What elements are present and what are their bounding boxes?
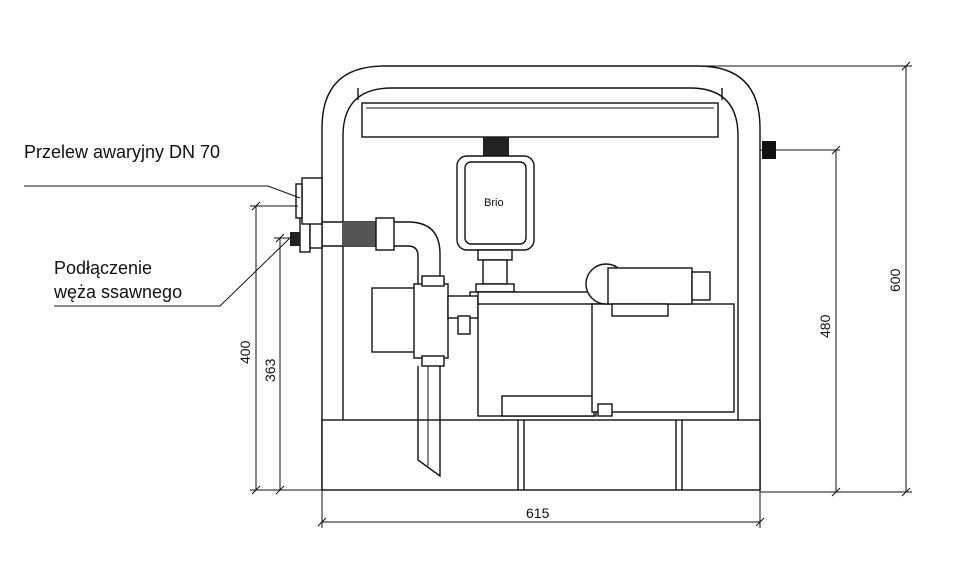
brand-label: Brio — [484, 197, 504, 209]
overflow-label: Przelew awaryjny DN 70 — [24, 142, 220, 162]
valve-assembly — [371, 275, 479, 478]
dimension-left-outer-value: 400 — [237, 340, 253, 364]
suction-label-line1: Podłączenie — [54, 258, 152, 278]
dimension-total-height-value: 600 — [887, 268, 903, 292]
frame — [321, 65, 761, 490]
suction-label-line2: węża ssawnego — [53, 282, 182, 302]
dimension-width: 615 — [317, 490, 765, 528]
dimension-right-height-value: 480 — [817, 314, 833, 338]
right-connector — [760, 141, 840, 159]
dimension-left-inner: 363 — [262, 233, 292, 495]
base-frame — [321, 419, 761, 491]
controller-box: Brio — [456, 137, 535, 305]
dimension-width-value: 615 — [526, 505, 550, 521]
dimension-right-height: 480 — [817, 145, 841, 497]
overflow-outlet — [290, 177, 323, 246]
top-handle-bar — [361, 102, 719, 138]
leader-lines — [24, 185, 301, 307]
dimension-left-inner-value: 363 — [262, 358, 278, 382]
suction-pipe — [299, 215, 441, 290]
dimension-total-height: 600 — [700, 61, 912, 497]
pump-unit — [477, 263, 735, 417]
dimension-left-outer: 400 — [237, 201, 322, 495]
